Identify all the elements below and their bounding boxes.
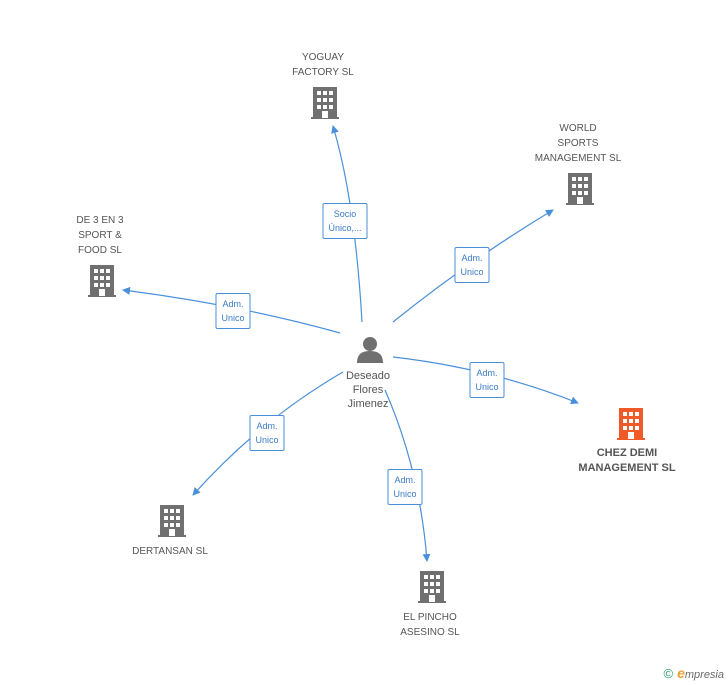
person-icon (357, 337, 383, 363)
relation-label-de3en3[interactable]: Adm. Unico (215, 293, 251, 329)
relation-label-line: Unico (460, 267, 484, 277)
company-label-line: FOOD SL (78, 245, 122, 256)
footer-brand[interactable]: © empresia (663, 665, 724, 681)
relation-label-world[interactable]: Adm. Unico (454, 247, 490, 283)
company-label-line: YOGUAY (301, 52, 345, 63)
relation-label-line: Socio (333, 209, 357, 219)
relation-label-line: Adm. (394, 475, 416, 485)
copyright-icon: © (663, 665, 674, 681)
relation-label-elpincho[interactable]: Adm. Unico (387, 469, 423, 505)
person-name-line: Deseado (345, 370, 391, 382)
relation-label-dertansan[interactable]: Adm. Unico (249, 415, 285, 451)
person-name-line: Jimenez (347, 398, 389, 410)
company-label-de3en3[interactable]: DE 3 EN 3 SPORT & FOOD SL (76, 213, 123, 258)
company-label-line: MANAGEMENT SL (534, 153, 622, 164)
relation-label-chezdemi[interactable]: Adm. Unico (469, 362, 505, 398)
company-label-line: DERTANSAN SL (132, 546, 208, 557)
relation-label-line: Unico (221, 313, 245, 323)
company-label-line: ASESINO SL (400, 627, 460, 638)
building-icon[interactable] (311, 87, 339, 119)
company-label-line: MANAGEMENT SL (578, 462, 676, 474)
company-label-line: WORLD (559, 123, 597, 134)
company-label-world[interactable]: WORLD SPORTS MANAGEMENT SL (535, 121, 622, 166)
company-label-chezdemi[interactable]: CHEZ DEMI MANAGEMENT SL (578, 446, 675, 476)
relation-label-line: Adm. (222, 299, 244, 309)
company-label-line: DE 3 EN 3 (76, 215, 124, 226)
relation-label-line: Adm. (476, 368, 498, 378)
company-label-line: FACTORY SL (292, 67, 354, 78)
building-icon[interactable] (566, 173, 594, 205)
building-icon[interactable] (158, 505, 186, 537)
relation-label-line: Adm. (256, 421, 278, 431)
relation-label-line: Unico (475, 382, 499, 392)
building-icon[interactable] (88, 265, 116, 297)
person-name[interactable]: Deseado Flores Jimenez (346, 369, 390, 411)
company-label-line: EL PINCHO (403, 612, 457, 623)
company-label-line: SPORTS (557, 138, 599, 149)
company-label-elpincho[interactable]: EL PINCHO ASESINO SL (400, 610, 459, 640)
company-label-line: CHEZ DEMI (596, 447, 658, 459)
building-icon[interactable] (418, 571, 446, 603)
relation-label-line: Unico (393, 489, 417, 499)
brand-logo: empresia (677, 665, 724, 681)
company-label-dertansan[interactable]: DERTANSAN SL (132, 544, 208, 559)
company-label-line: SPORT & (78, 230, 122, 241)
person-name-line: Flores (352, 384, 384, 396)
company-label-yoguay[interactable]: YOGUAY FACTORY SL (292, 50, 354, 80)
relation-label-line: Adm. (461, 253, 483, 263)
relation-label-line: Unico (255, 435, 279, 445)
building-icon[interactable] (617, 408, 645, 440)
relation-label-line: Único,... (328, 223, 362, 233)
